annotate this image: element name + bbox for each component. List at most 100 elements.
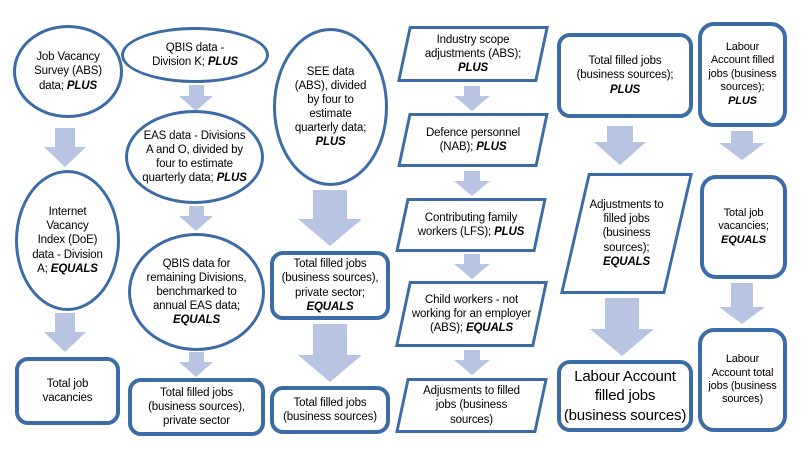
arrow-stem bbox=[464, 254, 480, 264]
operator-keyword: EQUALS bbox=[50, 262, 98, 275]
operator-keyword: PLUS bbox=[609, 83, 641, 96]
operator-keyword: EQUALS bbox=[602, 255, 651, 268]
arrow-head bbox=[44, 147, 86, 167]
node-label: Total job vacancies; EQUALS bbox=[718, 206, 769, 246]
arrow-stem bbox=[313, 190, 347, 219]
arrow-stem bbox=[188, 206, 204, 216]
internet-vacancy-index-node: Internet Vacancy Index (DoE) data - Divi… bbox=[15, 170, 120, 311]
down-arrow-icon bbox=[44, 313, 86, 352]
down-arrow-icon bbox=[719, 131, 765, 160]
node-label: Labour Account filled jobs (business sou… bbox=[708, 40, 777, 107]
arrow-stem bbox=[464, 86, 480, 96]
node-label: QBIS data for remaining Divisions, bench… bbox=[146, 257, 247, 327]
arrow-head bbox=[454, 181, 490, 196]
labour-account-filled-jobs-plus-node: Labour Account filled jobs (business sou… bbox=[698, 22, 787, 127]
node-label: Job Vacancy Survey (ABS) data; PLUS bbox=[34, 51, 102, 92]
arrow-head bbox=[719, 307, 765, 324]
arrow-head bbox=[179, 216, 213, 231]
node-label: Total filled jobs (business sources), pr… bbox=[281, 258, 379, 313]
down-arrow-icon bbox=[44, 128, 86, 167]
job-vacancy-survey-node: Job Vacancy Survey (ABS) data; PLUS bbox=[13, 25, 123, 118]
operator-keyword: PLUS bbox=[207, 56, 238, 68]
total-job-vacancies-equals-node: Total job vacancies; EQUALS bbox=[700, 175, 787, 279]
child-workers-node: Child workers - not working for an emplo… bbox=[391, 280, 552, 348]
arrow-stem bbox=[464, 171, 480, 181]
industry-scope-adjustments-node: Industry scope adjustments (ABS); PLUS bbox=[393, 25, 553, 83]
arrow-head bbox=[44, 332, 86, 352]
contributing-family-workers-node: Contributing family workers (LFS); PLUS bbox=[391, 197, 551, 253]
total-filled-jobs-node: Total filled jobs (business sources) bbox=[270, 386, 390, 434]
labour-account-filled-jobs-node: Labour Account filled jobs (business sou… bbox=[557, 360, 693, 432]
total-filled-jobs-private-equals-node: Total filled jobs (business sources), pr… bbox=[270, 251, 390, 320]
arrow-stem bbox=[188, 85, 204, 96]
arrow-stem bbox=[464, 350, 480, 360]
down-arrow-icon bbox=[454, 254, 490, 279]
down-arrow-icon bbox=[590, 298, 654, 356]
operator-keyword: EQUALS bbox=[465, 322, 514, 334]
arrow-head bbox=[594, 142, 646, 165]
arrow-stem bbox=[731, 283, 753, 307]
total-filled-jobs-private-node: Total filled jobs (business sources), pr… bbox=[128, 378, 265, 436]
node-label: Industry scope adjustments (ABS); PLUS bbox=[424, 33, 522, 74]
down-arrow-icon bbox=[179, 85, 213, 111]
node-label: Labour Account filled jobs (business sou… bbox=[563, 367, 687, 424]
arrow-head bbox=[179, 96, 213, 111]
arrow-stem bbox=[55, 128, 75, 147]
down-arrow-icon bbox=[298, 324, 362, 382]
node-label: Adjustments to filled jobs (business sou… bbox=[589, 199, 664, 268]
arrow-stem bbox=[188, 352, 204, 362]
node-label: Total filled jobs (business sources) bbox=[283, 396, 377, 423]
operator-keyword: PLUS bbox=[457, 62, 489, 74]
qbis-remaining-divisions-node: QBIS data for remaining Divisions, bench… bbox=[128, 233, 265, 351]
operator-keyword: PLUS bbox=[66, 79, 97, 92]
node-label: Total filled jobs (business sources), pr… bbox=[148, 386, 245, 427]
node-label: Child workers - not working for an emplo… bbox=[411, 293, 532, 334]
operator-keyword: PLUS bbox=[494, 226, 525, 238]
down-arrow-icon bbox=[454, 86, 490, 111]
node-label: SEE data (ABS), divided by four to estim… bbox=[294, 65, 367, 149]
eas-data-node: EAS data - Divisions A and O, divided by… bbox=[125, 110, 264, 204]
arrow-stem bbox=[313, 324, 347, 355]
down-arrow-icon bbox=[179, 206, 213, 231]
qbis-division-k-node: QBIS data - Division K; PLUS bbox=[121, 27, 269, 83]
down-arrow-icon bbox=[594, 126, 646, 165]
defence-personnel-node: Defence personnel (NAB); PLUS bbox=[393, 112, 553, 168]
operator-keyword: PLUS bbox=[216, 172, 247, 185]
arrow-head bbox=[590, 329, 654, 356]
down-arrow-icon bbox=[179, 352, 213, 377]
down-arrow-icon bbox=[454, 350, 490, 375]
arrow-head bbox=[179, 362, 213, 377]
arrow-stem bbox=[731, 131, 753, 143]
arrow-stem bbox=[607, 126, 633, 142]
node-label: Defence personnel (NAB); PLUS bbox=[426, 126, 520, 153]
arrow-head bbox=[454, 96, 490, 111]
arrow-head bbox=[298, 355, 362, 382]
node-label: EAS data - Divisions A and O, divided by… bbox=[142, 129, 247, 185]
node-label: Total job vacancies bbox=[42, 377, 93, 404]
arrow-head bbox=[454, 360, 490, 375]
operator-keyword: EQUALS bbox=[306, 300, 354, 313]
node-label: Contributing family workers (LFS); PLUS bbox=[417, 211, 525, 238]
down-arrow-icon bbox=[454, 171, 490, 196]
arrow-head bbox=[298, 219, 362, 246]
operator-keyword: EQUALS bbox=[721, 233, 766, 246]
operator-keyword: PLUS bbox=[728, 94, 757, 107]
down-arrow-icon bbox=[298, 190, 362, 246]
operator-keyword: PLUS bbox=[315, 136, 346, 149]
adjustments-to-filled-jobs-equals-node: Adjustments to filled jobs (business sou… bbox=[558, 172, 695, 295]
node-label: QBIS data - Division K; PLUS bbox=[152, 41, 238, 68]
node-label: Labour Account total jobs (business sour… bbox=[708, 353, 777, 406]
see-data-node: SEE data (ABS), divided by four to estim… bbox=[273, 28, 388, 186]
total-job-vacancies-node: Total job vacancies bbox=[15, 357, 120, 425]
arrow-stem bbox=[605, 298, 639, 329]
arrow-stem bbox=[55, 313, 75, 332]
arrow-head bbox=[719, 143, 765, 160]
down-arrow-icon bbox=[719, 283, 765, 324]
labour-account-total-jobs-node: Labour Account total jobs (business sour… bbox=[698, 328, 787, 432]
adjustments-to-filled-jobs-node: Adjusments to filled jobs (business sour… bbox=[391, 377, 552, 434]
node-label: Total filled jobs (business sources); PL… bbox=[576, 55, 674, 96]
node-label: Adjusments to filled jobs (business sour… bbox=[423, 385, 520, 426]
arrow-head bbox=[454, 264, 490, 279]
node-label: Internet Vacancy Index (DoE) data - Divi… bbox=[32, 206, 103, 275]
